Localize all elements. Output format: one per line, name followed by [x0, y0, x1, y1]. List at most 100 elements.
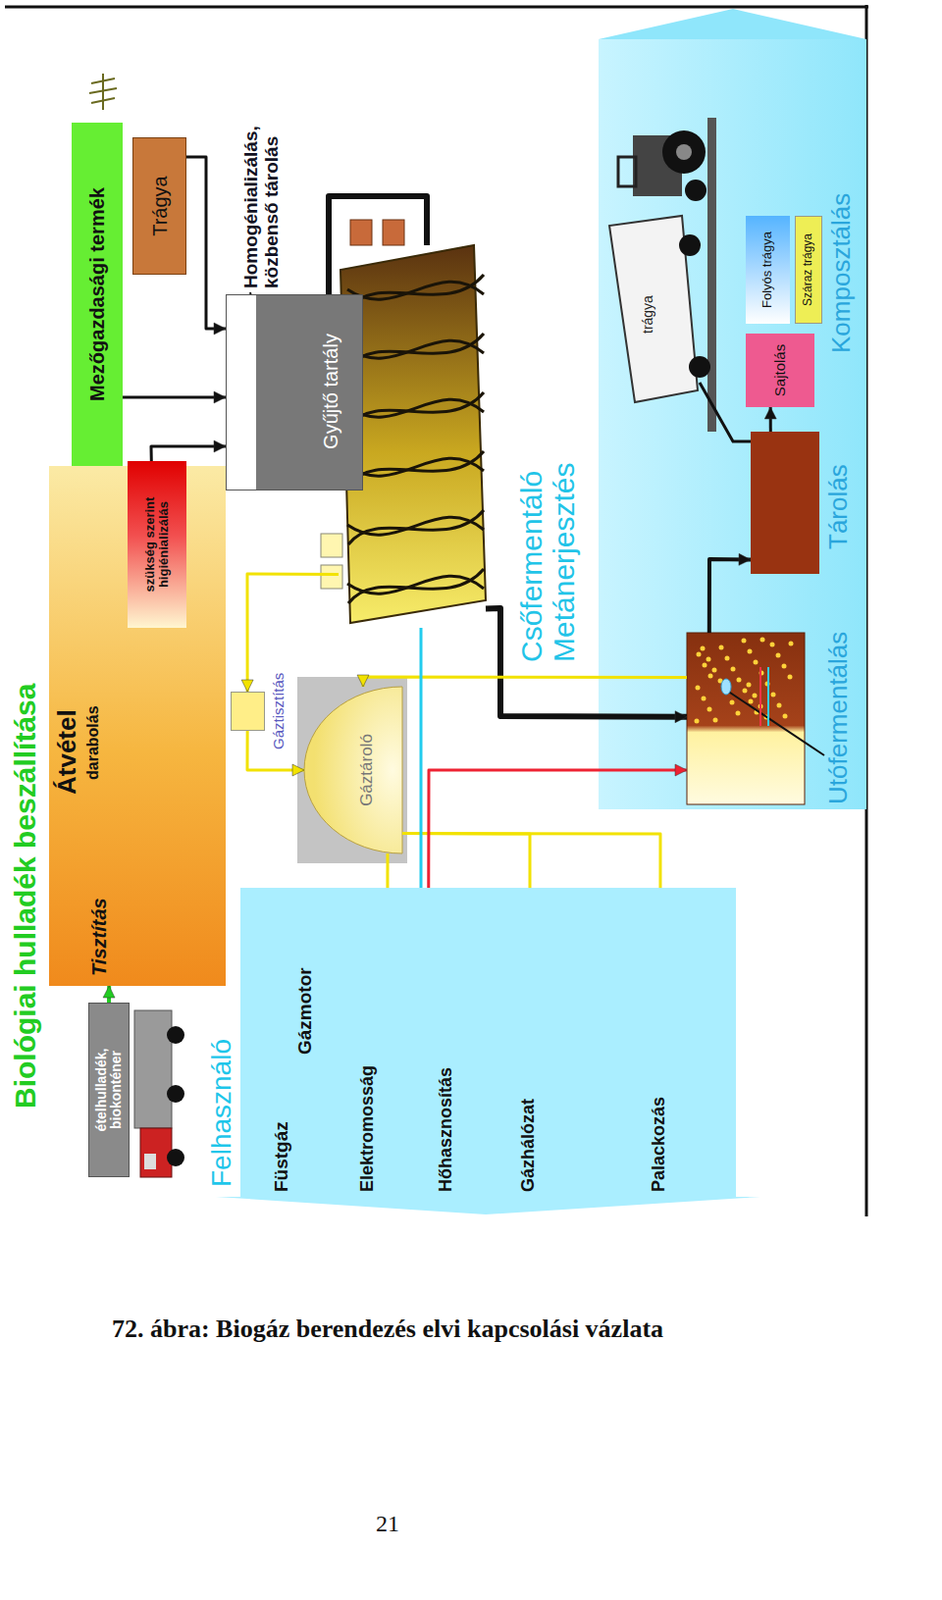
pipe-connector [186, 157, 226, 335]
storage-box: Tárolás [750, 431, 820, 575]
tube-fermenter: Csőfermentáló Metánerjesztés [338, 245, 486, 628]
helix-stroke [348, 451, 484, 486]
drawing-polygon [215, 1197, 761, 1215]
gas-bubble [760, 637, 766, 643]
helix-stroke [347, 281, 484, 300]
collector-tank: Gyűjtő tartályHomogénializálás, közbenső… [225, 294, 364, 491]
gas-bubble [777, 703, 783, 709]
node-text: Homogénializálás, közbenső tárolás [241, 92, 283, 289]
gas-cleaner: Gáztisztítás [230, 691, 265, 732]
drawing-circle [166, 1149, 185, 1167]
caption: 72. ábra: Biogáz berendezés elvi kapcsol… [0, 1314, 776, 1345]
gas-bubble [719, 645, 725, 651]
arrow-head [213, 322, 226, 335]
pipe-connector [241, 574, 339, 692]
drawing-line [89, 88, 117, 94]
node-text: Tisztítás [88, 868, 110, 977]
node-text: Felhasználó [207, 971, 238, 1188]
gas-bubble [702, 663, 708, 669]
gas-bubble [694, 719, 700, 725]
node-text: Sajtolás [772, 340, 789, 401]
drawing-rect [598, 39, 867, 810]
gas-bubble [730, 700, 735, 706]
gas-bubble [746, 682, 752, 688]
pipe-connector [764, 407, 777, 432]
press-box: Sajtolás [745, 333, 815, 408]
gas-engine-box: Gázmotor [323, 912, 432, 1031]
waste-band: ÁtvételdarabolásTisztításszükség szerint… [49, 466, 226, 987]
arrow-head [103, 986, 115, 998]
pipe-connector [328, 196, 427, 295]
drawing-rect [350, 219, 372, 246]
gas-bubble [725, 656, 731, 662]
pipe-line [419, 628, 423, 913]
gas-bubble [735, 711, 741, 717]
arrow-head [738, 553, 751, 566]
pipe-line [247, 574, 339, 692]
pine-icon [89, 73, 117, 110]
drawing-line [91, 78, 115, 84]
gas-bubble [747, 649, 753, 655]
helix-stroke [348, 510, 484, 545]
pipe-connector [709, 553, 751, 633]
arrow-head [764, 407, 777, 419]
drawing-rect [320, 565, 343, 589]
drawing-line [759, 667, 762, 727]
node-text: ételhulladék, biokonténer [94, 1003, 125, 1177]
gas-bubble [712, 668, 718, 674]
pipe-connector [103, 986, 115, 1003]
pipe-line [363, 677, 687, 687]
gas-bubble [707, 707, 713, 713]
gas-bubble [708, 674, 714, 680]
bottling-box: Palackozás [603, 912, 717, 1041]
gas-grid-box: Gázhálózat [505, 912, 555, 967]
page-number: 21 [0, 1511, 776, 1538]
user-panel: FelhasználóGázmotorGázhálózatPalackozás [240, 888, 736, 1198]
gas-bubble [701, 696, 707, 702]
node-text: Gáztároló [358, 711, 377, 830]
pipe-connector [357, 675, 687, 687]
node-text: Mezőgazdasági termék [86, 183, 108, 406]
node-text: Palackozás [649, 1054, 670, 1193]
gas-bubble [753, 660, 759, 666]
arrow-head [675, 764, 687, 777]
gas-bubble [770, 642, 776, 648]
gas-bubble [700, 646, 706, 652]
dry-manure-box: Száraz trágya [794, 215, 823, 324]
gas-store-ground [297, 677, 408, 864]
drawing-circle [679, 234, 701, 257]
stirrer [721, 686, 825, 756]
gas-dome [304, 686, 403, 854]
drawing-rect [382, 219, 405, 246]
node-text: Gázhálózat [519, 1054, 539, 1193]
gas-bubble [713, 718, 719, 724]
drawing-line [91, 98, 115, 104]
drawing-line [4, 5, 869, 9]
helix-stroke [347, 517, 484, 535]
node-text: darabolás [84, 662, 103, 781]
gas-bubble [752, 693, 758, 699]
container-label: ételhulladék, biokonténer [88, 1002, 130, 1178]
manure-box: Trágya [132, 137, 187, 275]
gas-bubble [742, 688, 748, 694]
arrow-head [675, 711, 687, 724]
gas-bubble [748, 699, 754, 705]
helix-stroke [347, 458, 484, 476]
helix-stroke [347, 399, 484, 418]
label: Elektromosság [358, 1065, 378, 1193]
node-text: Száraz trágya [801, 229, 815, 311]
label: trágya [640, 295, 656, 334]
gas-bubble [771, 692, 777, 698]
helix-stroke [348, 333, 484, 368]
gas-bubble [731, 667, 736, 673]
node-text: Trágya [149, 171, 171, 241]
ground [707, 117, 717, 432]
gas-bubble [782, 664, 787, 670]
helix-stroke [348, 274, 484, 310]
hygiene-box: szükség szerint higiénializálás [127, 461, 187, 628]
node-text: Utófermentálás [824, 569, 853, 805]
gas-bubble [783, 714, 788, 720]
diagram-frame: ételhulladék, biokonténerÁtvételdarabolá… [4, 4, 869, 1217]
arrow-head [213, 391, 226, 404]
drawing-rect [320, 533, 343, 558]
